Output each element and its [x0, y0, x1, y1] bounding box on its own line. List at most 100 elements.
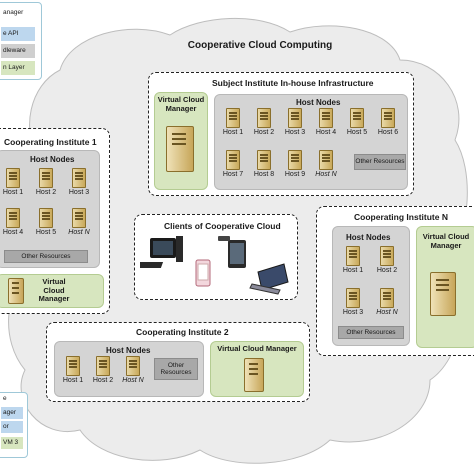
subject-institute-title: Subject Institute In-house Infrastructur…	[212, 78, 374, 88]
smartphone-icon	[195, 259, 211, 287]
diagram-title: Cooperative Cloud Computing	[187, 40, 333, 51]
legend-top-item: e API	[1, 27, 35, 41]
host-node: Host 2	[372, 246, 402, 278]
server-icon	[226, 150, 240, 170]
host-label: Host 1	[62, 377, 84, 384]
server-icon	[319, 150, 333, 170]
server-icon	[39, 208, 53, 228]
host-node: Host N	[118, 356, 148, 388]
host-node: Host 8	[249, 150, 279, 182]
host-label: Host 3	[342, 309, 364, 316]
host-node: Host 3	[338, 288, 368, 320]
institute-2-vcm-label: Virtual Cloud Manager	[217, 344, 297, 353]
server-icon	[288, 150, 302, 170]
host-label: Host 8	[253, 171, 275, 178]
institute-n-vcm-label: Virtual Cloud Manager	[422, 232, 470, 250]
clients-devices	[140, 236, 289, 295]
host-label: Host 2	[253, 129, 275, 136]
host-node: Host 3	[64, 168, 94, 200]
institute-n-title: Cooperating Institute N	[354, 212, 448, 222]
host-node: Host 2	[88, 356, 118, 388]
server-icon	[346, 246, 360, 266]
host-node: Host 4	[311, 108, 341, 140]
server-icon	[226, 108, 240, 128]
host-node: Host 7	[218, 150, 248, 182]
host-label: Host N	[376, 309, 398, 316]
institute-1-title: Cooperating Institute 1	[4, 137, 97, 147]
host-node: Host 2	[31, 168, 61, 200]
host-node: Host 3	[280, 108, 310, 140]
server-icon	[381, 108, 395, 128]
host-label: Host 7	[222, 171, 244, 178]
laptop-icon	[249, 263, 289, 295]
host-node: Host 5	[342, 108, 372, 140]
host-node: Host 1	[58, 356, 88, 388]
institute-1-vcm-server-icon	[8, 278, 24, 304]
legend-top: anager e API dleware n Layer	[0, 2, 42, 80]
host-node: Host 2	[249, 108, 279, 140]
server-icon	[6, 208, 20, 228]
institute-2-host-nodes-title: Host Nodes	[106, 346, 151, 355]
host-label: Host 4	[2, 229, 24, 236]
host-label: Host N	[315, 171, 337, 178]
institute-n-other-resources: Other Resources	[338, 326, 404, 339]
host-node: Host 1	[0, 168, 28, 200]
host-label: Host 3	[68, 189, 90, 196]
host-node: Host 4	[0, 208, 28, 240]
institute-2-other-resources: Other Resources	[154, 358, 198, 380]
host-node: Host N	[64, 208, 94, 240]
legend-bottom-item: ager	[1, 407, 23, 419]
subject-other-resources: Other Resources	[354, 154, 406, 170]
subject-host-nodes-box	[214, 94, 408, 190]
clients-title: Clients of Cooperative Cloud	[164, 221, 281, 231]
host-label: Host 2	[35, 189, 57, 196]
host-node: Host 1	[218, 108, 248, 140]
legend-bottom-item: VM 3	[1, 437, 23, 449]
legend-top-item: dleware	[1, 44, 35, 58]
institute-1-host-nodes-title: Host Nodes	[30, 155, 75, 164]
server-icon	[288, 108, 302, 128]
host-label: Host 5	[346, 129, 368, 136]
host-label: Host 4	[315, 129, 337, 136]
host-label: Host 1	[342, 267, 364, 274]
host-label: Host 5	[35, 229, 57, 236]
server-icon	[257, 108, 271, 128]
subject-vcm-label: Virtual Cloud Manager	[157, 95, 205, 113]
institute-2-vcm-server-icon	[244, 358, 264, 392]
host-label: Host 2	[92, 377, 114, 384]
server-icon	[96, 356, 110, 376]
institute-n-vcm-server-icon	[430, 272, 456, 316]
institute-n-host-nodes-title: Host Nodes	[346, 233, 391, 242]
host-node: Host 5	[31, 208, 61, 240]
institute-1-other-resources: Other Resources	[4, 250, 88, 263]
desktop-computer-icon	[140, 236, 183, 268]
subject-vcm-server-icon	[166, 126, 194, 172]
subject-host-nodes-title: Host Nodes	[296, 98, 341, 107]
server-icon	[380, 288, 394, 308]
host-label: Host 2	[376, 267, 398, 274]
host-label: Host 9	[284, 171, 306, 178]
host-node: Host 6	[373, 108, 403, 140]
server-icon	[39, 168, 53, 188]
host-label: Host 6	[377, 129, 399, 136]
legend-bottom-item: or	[1, 421, 23, 433]
server-icon	[319, 108, 333, 128]
server-icon	[346, 288, 360, 308]
server-icon	[126, 356, 140, 376]
host-label: Host 1	[222, 129, 244, 136]
tablet-icon	[218, 236, 246, 268]
institute-2-title: Cooperating Institute 2	[136, 327, 229, 337]
host-label: Host N	[122, 377, 144, 384]
legend-bottom-item: e	[3, 395, 7, 402]
server-icon	[6, 168, 20, 188]
host-node: Host N	[372, 288, 402, 320]
host-node: Host N	[311, 150, 341, 182]
server-icon	[350, 108, 364, 128]
host-label: Host N	[68, 229, 90, 236]
server-icon	[257, 150, 271, 170]
legend-top-item: n Layer	[1, 61, 35, 75]
server-icon	[72, 208, 86, 228]
server-icon	[72, 168, 86, 188]
legend-bottom: e ager or VM 3	[0, 392, 28, 458]
host-label: Host 3	[284, 129, 306, 136]
